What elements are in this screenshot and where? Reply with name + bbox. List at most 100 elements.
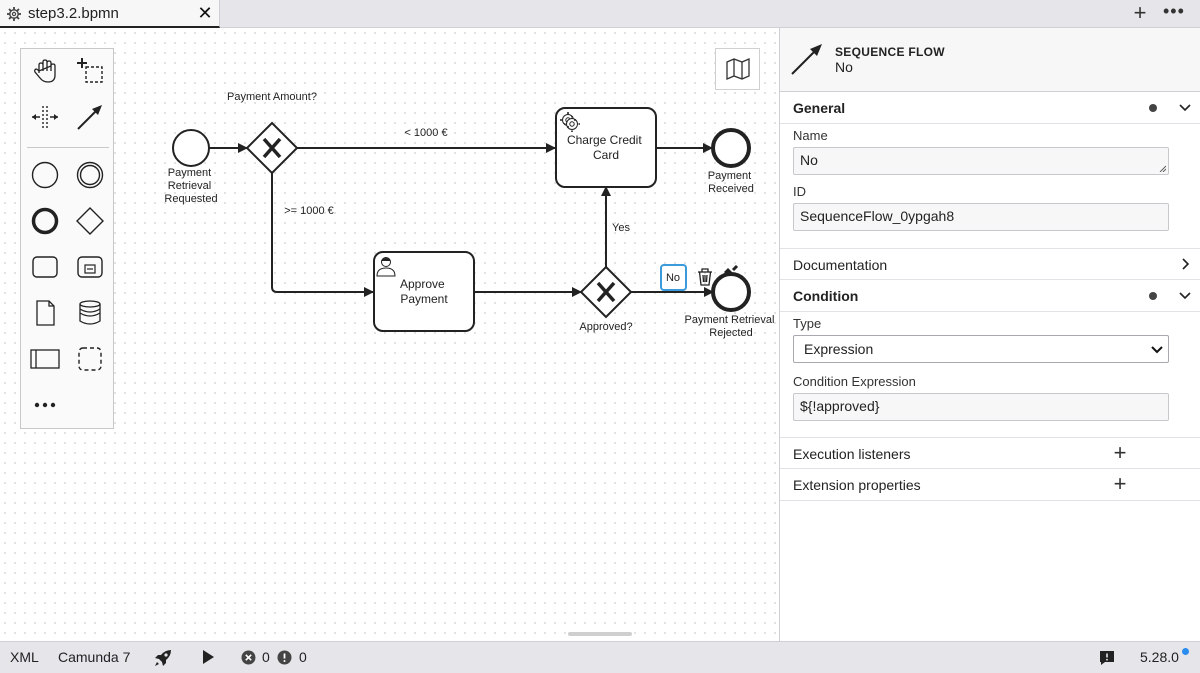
group-extension-properties-title: Extension properties — [793, 477, 921, 493]
start-instance-play-icon[interactable] — [200, 649, 216, 665]
name-field[interactable]: No — [793, 147, 1169, 175]
task-approve-payment[interactable] — [373, 251, 475, 332]
task-charge-label-2: Card — [593, 148, 619, 162]
svg-text:Payment Retrieval Reject: Payment Retrieval Rejected — [685, 314, 778, 339]
condition-expression-field[interactable]: ${!approved} — [793, 393, 1169, 421]
more-tools-icon[interactable] — [29, 389, 61, 421]
condition-expression-label: Condition Expression — [793, 374, 916, 389]
group-condition-title: Condition — [793, 288, 859, 304]
deploy-rocket-icon[interactable] — [153, 648, 173, 668]
id-label: ID — [793, 184, 806, 199]
id-field[interactable]: SequenceFlow_0ypgah8 — [793, 203, 1169, 231]
delete-icon[interactable] — [698, 268, 712, 286]
chevron-down-icon — [1151, 346, 1163, 354]
gateway-tool-icon[interactable] — [74, 205, 106, 237]
tab-bar: step3.2.bpmn ✕ + ••• — [0, 0, 1200, 28]
data-indicator-dot — [1149, 292, 1157, 300]
element-type: SEQUENCE FLOW — [835, 45, 945, 59]
end-received-label-2: Received — [708, 183, 754, 195]
gateway-approved-label: Approved? — [579, 321, 632, 333]
more-options-button[interactable]: ••• — [1163, 1, 1185, 21]
sequence-flow-icon — [791, 44, 822, 75]
intermediate-event-tool-icon[interactable] — [74, 159, 106, 191]
condition-expression-value: ${!approved} — [800, 398, 880, 414]
group-extension-properties-header[interactable]: Extension properties + — [780, 469, 1200, 501]
gateway-payment-amount[interactable] — [245, 121, 299, 175]
bpmn-diagram: Payment Retrieval Requested Payment Amou… — [164, 91, 778, 339]
tab-title: step3.2.bpmn — [28, 5, 119, 22]
name-value: No — [800, 152, 818, 168]
lasso-tool-icon[interactable] — [74, 55, 106, 87]
condition-type-value: Expression — [804, 341, 874, 357]
hand-tool-icon[interactable] — [29, 55, 61, 87]
end-event-tool-icon[interactable] — [29, 205, 61, 237]
task-tool-icon[interactable] — [29, 251, 61, 283]
start-event[interactable] — [172, 129, 210, 167]
flow-low-label: < 1000 € — [404, 127, 447, 139]
start-event-tool-icon[interactable] — [29, 159, 61, 191]
data-store-tool-icon[interactable] — [74, 297, 106, 329]
task-approve-label-2: Payment — [400, 292, 448, 306]
flow-no-label: No — [666, 272, 680, 284]
subprocess-tool-icon[interactable] — [74, 251, 106, 283]
start-event-label-2: Retrieval — [168, 180, 211, 192]
feedback-icon[interactable] — [1099, 650, 1115, 666]
group-general-header[interactable]: General — [780, 92, 1200, 124]
group-general-title: General — [793, 100, 846, 116]
engine-platform-button[interactable]: Camunda 7 — [58, 649, 131, 665]
panel-header: SEQUENCE FLOW No — [780, 28, 1200, 92]
flow-high-amount[interactable] — [271, 173, 374, 297]
service-task-gear-icon — [560, 112, 580, 132]
end-rejected-label-1: Payment Retrieval — [685, 314, 775, 326]
minimap-toggle-button[interactable] — [715, 48, 760, 90]
update-indicator-dot — [1182, 648, 1189, 655]
chevron-down-icon[interactable] — [1177, 287, 1193, 303]
data-object-tool-icon[interactable] — [29, 297, 61, 329]
group-documentation-title: Documentation — [793, 257, 888, 273]
add-extension-property-button[interactable]: + — [1113, 471, 1127, 496]
id-value: SequenceFlow_0ypgah8 — [800, 208, 955, 224]
chevron-down-icon[interactable] — [1177, 99, 1193, 115]
new-tab-button[interactable]: + — [1133, 0, 1147, 25]
version-label[interactable]: 5.28.0 — [1140, 649, 1179, 665]
map-icon — [726, 58, 750, 80]
task-approve-label-1: Approve — [400, 277, 445, 291]
group-condition-header[interactable]: Condition — [780, 280, 1200, 312]
panel-resize-handle[interactable] — [568, 632, 632, 636]
svg-text:Payment Received: Payment Received — [708, 170, 754, 195]
flow-high-label: >= 1000 € — [284, 205, 334, 217]
chevron-right-icon[interactable] — [1177, 256, 1193, 272]
gateway-approved[interactable] — [579, 265, 633, 319]
condition-type-select[interactable]: Expression — [793, 335, 1169, 363]
error-icon[interactable] — [241, 650, 256, 665]
diagram-canvas[interactable]: Payment Retrieval Requested Payment Amou… — [0, 28, 780, 641]
group-execution-listeners-title: Execution listeners — [793, 446, 911, 462]
group-execution-listeners-header[interactable]: Execution listeners + — [780, 437, 1200, 469]
xml-view-button[interactable]: XML — [10, 649, 39, 665]
end-event-rejected[interactable] — [711, 272, 751, 312]
group-documentation-header[interactable]: Documentation — [780, 248, 1200, 280]
end-rejected-label-2: Rejected — [709, 327, 752, 339]
flow-no-label-selection[interactable] — [660, 264, 687, 291]
flow-yes-label: Yes — [612, 222, 630, 234]
space-tool-icon[interactable] — [29, 101, 61, 133]
gear-icon — [7, 7, 21, 21]
svg-text:Payment Retrieval: Payment Retrieval Requested — [164, 167, 217, 205]
task-charge-credit-card[interactable] — [555, 107, 657, 188]
name-label: Name — [793, 128, 828, 143]
user-task-icon — [376, 257, 396, 277]
tool-palette — [20, 48, 114, 429]
error-count: 0 — [262, 649, 270, 665]
warning-icon[interactable] — [277, 650, 292, 665]
tab-step3-2-bpmn[interactable]: step3.2.bpmn ✕ — [0, 0, 220, 28]
element-name: No — [835, 59, 853, 75]
resize-grip-icon[interactable] — [1159, 165, 1166, 172]
end-event-received[interactable] — [711, 128, 751, 168]
close-tab-button[interactable]: ✕ — [197, 3, 213, 23]
warning-count: 0 — [299, 649, 307, 665]
group-tool-icon[interactable] — [74, 343, 106, 375]
connect-tool-icon[interactable] — [74, 101, 106, 133]
add-execution-listener-button[interactable]: + — [1113, 440, 1127, 465]
svg-text:Approve Payment: Approve Payment — [400, 277, 448, 306]
pool-tool-icon[interactable] — [29, 343, 61, 375]
